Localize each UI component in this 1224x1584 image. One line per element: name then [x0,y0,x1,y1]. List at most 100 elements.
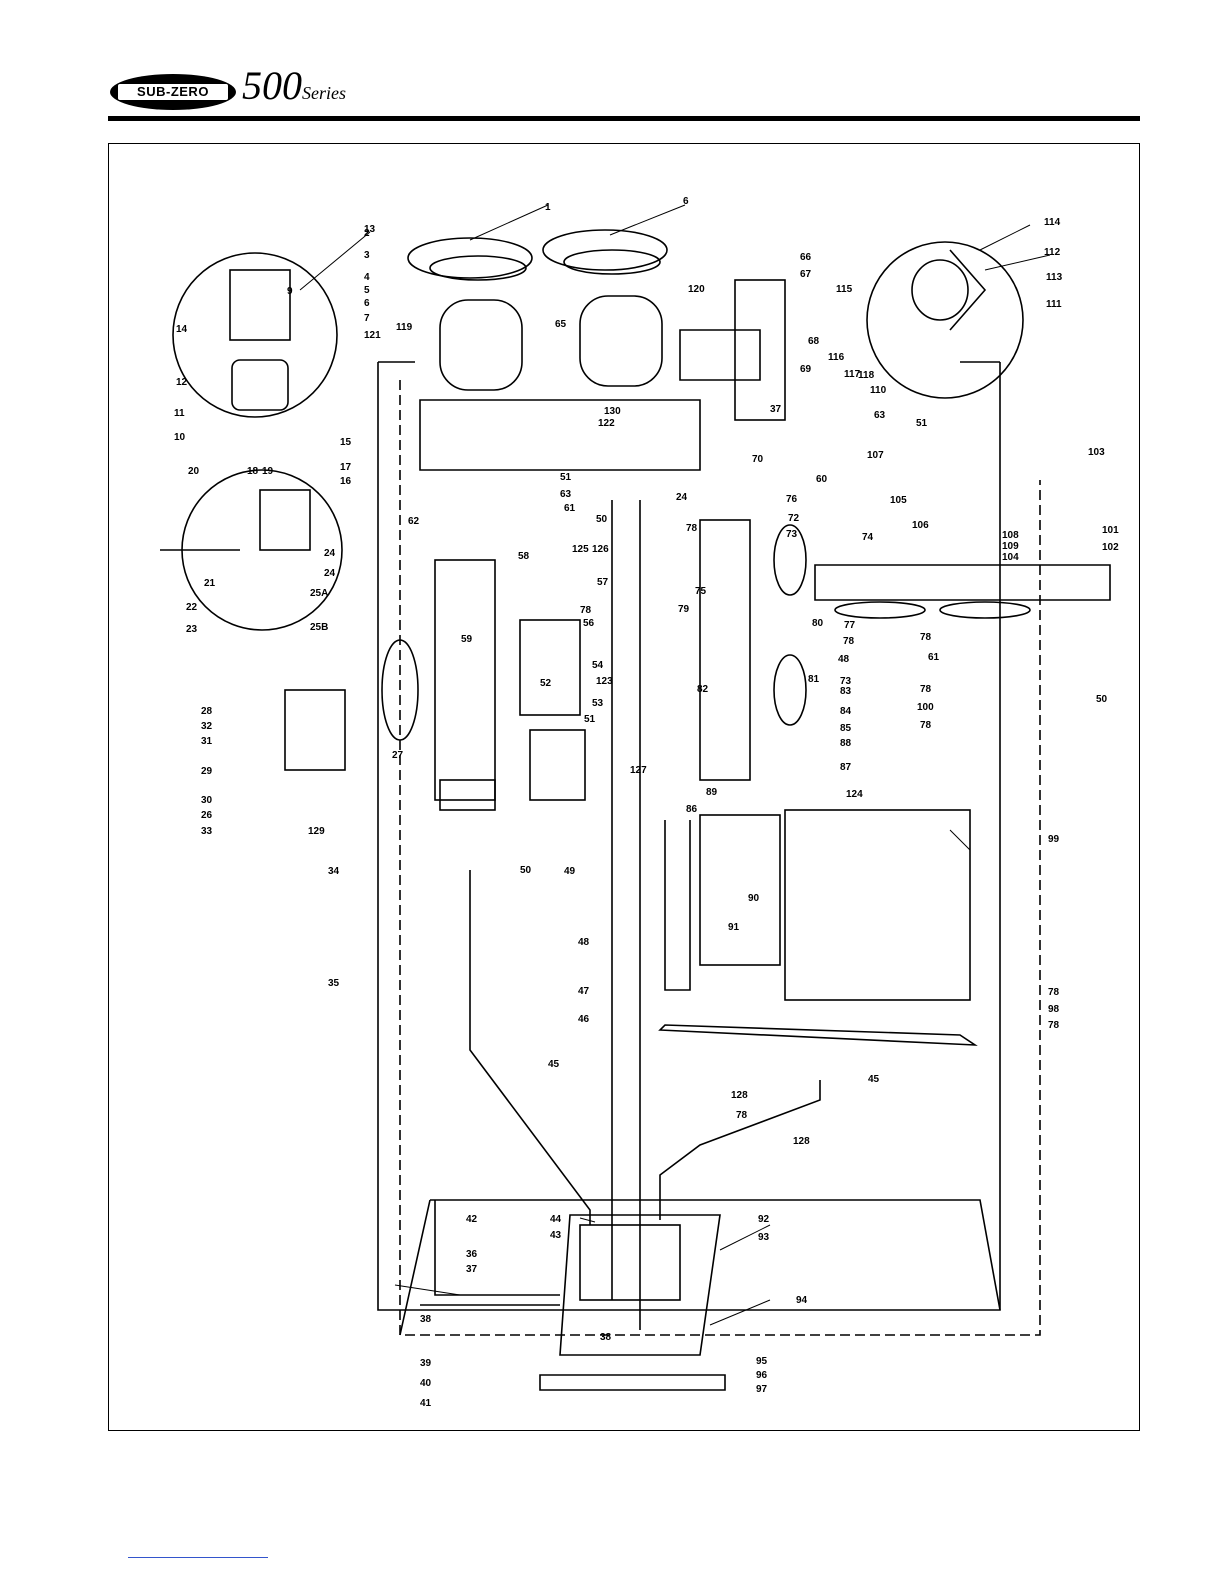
part-label: 118 [858,370,875,381]
part-label: 76 [786,494,798,505]
part-label: 99 [1048,834,1060,845]
part-label: 15 [340,437,352,448]
part-label: 89 [706,787,718,798]
part-label: 93 [758,1232,770,1243]
part-label: 128 [731,1090,748,1101]
part-label: 4 [364,272,370,283]
coil-1 [407,237,533,279]
part-label: 70 [752,454,764,465]
part-label: 29 [201,766,213,777]
part-label: 13 [364,224,376,235]
part-label: 88 [840,738,852,749]
part-label: 57 [597,577,609,588]
part-label: 78 [920,720,932,731]
icemaker-panel [699,814,781,966]
part-label: 87 [840,762,852,773]
part-label: 126 [592,544,609,555]
diagram-frame [108,143,1140,1431]
part-label: 44 [550,1214,562,1225]
part-label: 58 [518,551,530,562]
part-label: 6 [364,298,370,309]
part-label: 69 [800,364,812,375]
part-label: 105 [890,495,907,506]
part-label: 40 [420,1378,432,1389]
brand-logo-band [118,84,228,100]
part-label: 31 [201,736,213,747]
cabinet-floor [399,1199,1001,1336]
part-label: 103 [1088,447,1105,458]
part-label: 41 [420,1398,432,1409]
front-bar-61 [814,564,1111,601]
part-label: 46 [578,1014,590,1025]
part-label: 102 [1102,542,1119,553]
part-label: 11 [174,408,185,419]
part-label: 86 [686,804,698,815]
part-label: 22 [186,602,198,613]
part-label: 54 [592,660,604,671]
part-label: 51 [584,714,596,725]
part-label: 25B [310,622,328,633]
part-label: 43 [550,1230,562,1241]
part-label: 78 [920,684,932,695]
part-label: 65 [555,319,567,330]
part-label: 18 [247,466,259,477]
part-label: 113 [1046,272,1063,283]
part-label: 101 [1102,525,1119,536]
part-label: 77 [844,620,856,631]
part-label: 75 [695,586,707,597]
leader-lines [299,204,1051,1326]
evap-fan-left [381,639,419,741]
part-label: 38 [600,1332,612,1343]
series-number: 500 [242,63,302,108]
header-rule [108,116,1140,121]
part-label: 95 [756,1356,768,1367]
part-label: 56 [583,618,595,629]
part-label: 39 [420,1358,432,1369]
part-label: 48 [838,654,850,665]
part-label: 125 [572,544,589,555]
drip-trough [658,1024,978,1046]
part-label: 51 [916,418,928,429]
part-label: 120 [688,284,705,295]
cabinet-divider [611,500,641,1330]
part-label: 121 [364,330,381,341]
part-label: 130 [604,406,621,417]
part-label: 37 [770,404,782,415]
part-label: 78 [843,636,855,647]
part-label: 7 [364,313,370,324]
part-label: 111 [1046,299,1062,310]
part-label: 45 [548,1059,560,1070]
part-label: 33 [201,826,213,837]
part-label: 78 [920,632,932,643]
part-label: 37 [466,1264,478,1275]
refrigerator-evaporator [699,519,751,781]
part-label: 6 [683,196,689,207]
part-label: 100 [917,702,934,713]
fan-housing-28 [284,689,346,771]
part-label: 80 [812,618,824,629]
compressor-right [579,295,663,387]
part-label: 84 [840,706,852,717]
part-label: 74 [862,532,874,543]
part-label: 98 [1048,1004,1060,1015]
part-label: 24 [324,568,336,579]
part-label: 78 [1048,987,1060,998]
part-label: 73 [840,676,852,687]
part-label: 51 [560,472,572,483]
drain-pan-94 [559,1214,721,1356]
part-label: 49 [564,866,576,877]
part-label: 97 [756,1384,768,1395]
footer-link[interactable] [128,1557,268,1558]
part-label: 108 [1002,530,1019,541]
part-label: 122 [598,418,615,429]
part-label: 78 [736,1110,748,1121]
detail-relay [172,252,338,418]
bracket-49 [529,729,586,801]
part-label: 123 [596,676,613,687]
part-label: 78 [580,605,592,616]
part-label: 16 [340,476,352,487]
part-label: 78 [686,523,698,534]
control-box-52 [519,619,581,716]
part-label: 1 [545,202,551,213]
freezer-evaporator [434,559,496,801]
